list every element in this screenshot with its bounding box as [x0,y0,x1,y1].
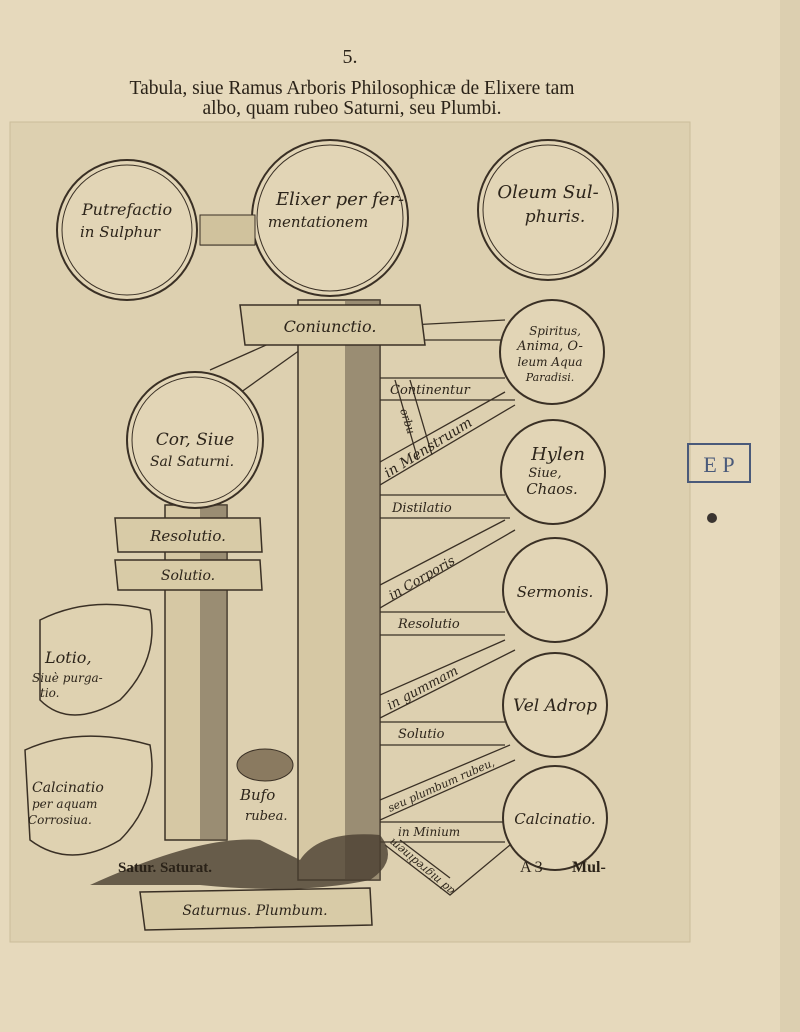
signature-mark: A 3 [520,859,543,876]
catchword: Mul- [572,859,606,876]
circles [56,139,619,871]
circle-sermonis: Sermonis. [517,583,594,601]
leaf-lotio-line1: Lotio, [44,648,92,667]
library-stamp-text: E P [703,452,734,477]
circle-spiritus-line4: Paradisi. [525,371,575,384]
circle-spiritus-line1: Spiritus, [529,324,581,338]
ink-spot [707,513,717,523]
title-line-1: Tabula, siue Ramus Arboris Philosophicæ … [130,78,575,99]
circle-hylen-line1: Hylen [530,444,585,465]
branch-resolutio: Resolutio [397,617,460,632]
page-edge [780,0,800,1032]
toad-icon [236,748,294,782]
circle-spiritus-line2: Anima, O- [516,339,583,354]
circle-elixer-line1: Elixer per fer- [275,189,404,210]
banners [114,304,426,931]
library-stamp [687,443,751,483]
circle-putrefactio-line1: Putrefactio [81,200,172,219]
circle-calcinatio: Calcinatio. [514,810,595,828]
bufo-line1: Bufo [239,786,275,804]
main-trunk-shading [345,300,380,880]
connector-putrefactio [199,214,256,246]
leaf-lotio [39,603,153,716]
branch-lines [200,229,516,896]
banner-saturnus: Saturnus. Plumbum. [182,903,327,919]
left-trunk-shading [200,505,227,840]
leaf-lotio-line3: tio. [40,686,60,700]
branch-continentur: Continentur [390,383,471,398]
circle-oleum-line1: Oleum Sul- [497,182,598,203]
page-number: 5. [343,46,358,68]
leaf-lotio-line2: Siuè purga- [32,671,103,685]
circle-hylen-line2: Siue, [528,466,561,481]
circle-elixer-line2: mentationem [268,213,368,231]
root-base [90,834,388,889]
banner-coniunctio: Coniunctio. [284,317,377,336]
circle-spiritus-line3: leum Aqua [517,355,582,369]
leaf-calcinatio [24,735,153,856]
branch-minium: in Minium [398,825,460,839]
leaf-calcinatio-line2: per aquam [32,797,97,811]
circle-adrop: Vel Adrop [513,696,597,716]
base-label: Satur. Saturat. [118,860,212,876]
bufo-line2: rubea. [245,809,288,824]
branch-solutio: Solutio [398,727,445,742]
circle-cor-line1: Cor, Siue [156,430,234,450]
circle-oleum-line2: phuris. [525,207,585,227]
leaf-calcinatio-line3: Corrosiua. [28,813,92,827]
circle-cor-line2: Sal Saturni. [150,454,234,470]
branch-distilatio: Distilatio [391,501,452,516]
banner-solutio: Solutio. [161,568,215,584]
banner-resolutio: Resolutio. [149,527,226,545]
title-line-2: albo, quam rubeo Saturni, seu Plumbi. [203,98,502,119]
leaf-calcinatio-line1: Calcinatio [32,780,104,796]
circle-putrefactio-line2: in Sulphur [80,223,161,241]
circle-hylen-line3: Chaos. [526,480,578,498]
